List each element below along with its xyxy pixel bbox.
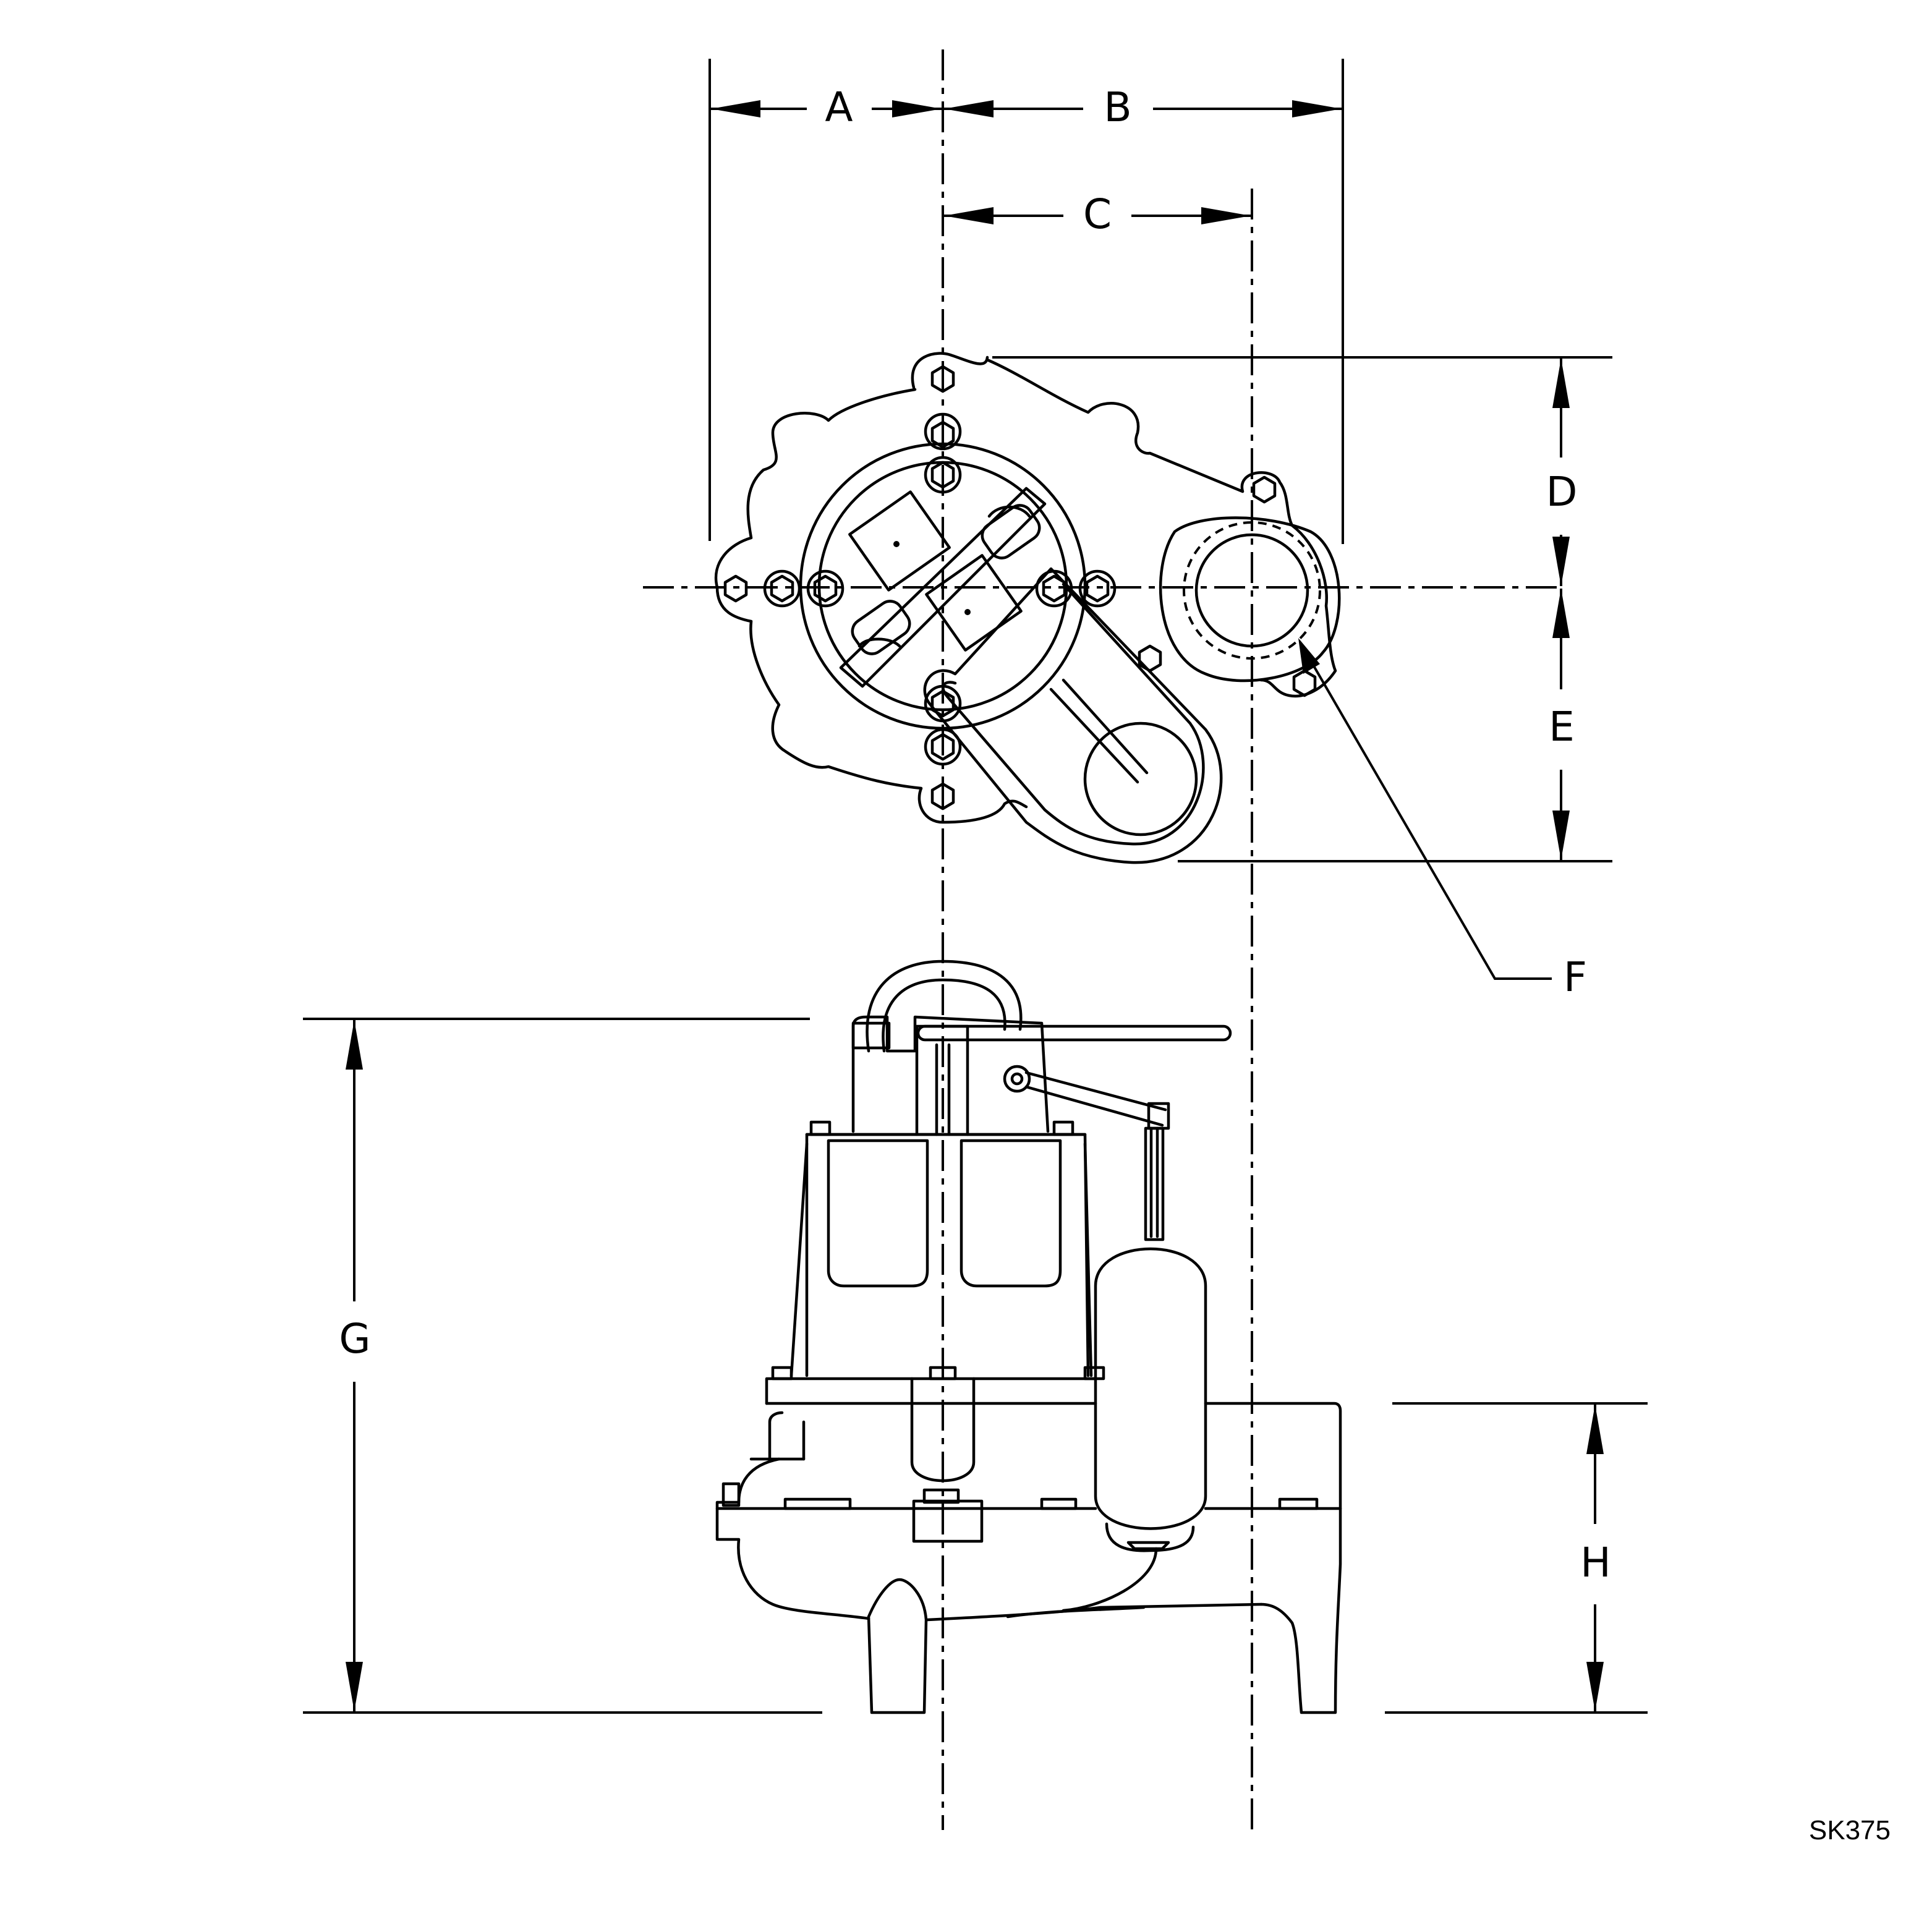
center-lines xyxy=(643,49,1564,1830)
dimension-a-label: A xyxy=(825,83,853,131)
dimension-e-label: E xyxy=(1549,703,1575,751)
hex-bolts xyxy=(723,365,1317,811)
side-dimensions: G H xyxy=(303,1018,1648,1714)
dimension-c-label: C xyxy=(1083,190,1112,238)
dimension-g: G xyxy=(339,1020,371,1711)
dimension-c: C xyxy=(944,190,1251,238)
dimension-d-label: D xyxy=(1546,468,1578,516)
dimension-f: F xyxy=(1298,638,1587,1001)
dimension-e: E xyxy=(1549,589,1575,860)
dimension-h-label: H xyxy=(1580,1539,1611,1586)
top-dimensions: A B C xyxy=(709,59,1344,544)
right-dimensions: D E F xyxy=(992,356,1612,1001)
pump-top-view xyxy=(714,352,1341,864)
dimension-d: D xyxy=(1546,359,1578,586)
pump-side-view xyxy=(715,960,1342,1714)
drawing-code: SK375 xyxy=(1809,1815,1891,1845)
dimension-f-label: F xyxy=(1564,953,1587,1001)
dimension-a: A xyxy=(711,83,942,131)
dimension-b-label: B xyxy=(1104,83,1131,131)
dimension-h: H xyxy=(1580,1405,1611,1711)
dimension-g-label: G xyxy=(339,1315,370,1363)
dimension-b: B xyxy=(944,83,1342,131)
